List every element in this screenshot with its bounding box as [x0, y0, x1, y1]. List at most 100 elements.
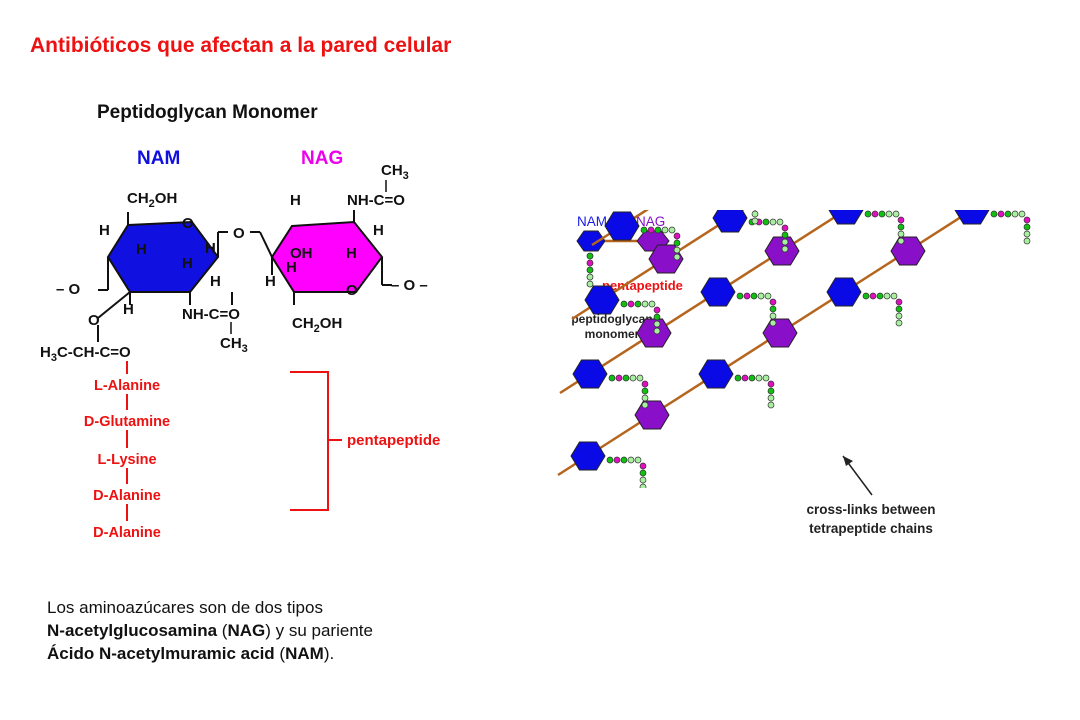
peptide-bead: [606, 456, 614, 464]
peptide-bead: [661, 226, 669, 234]
pentapeptide-chain: L-Alanine D-Glutamine L-Lysine D-Alanine…: [84, 361, 440, 541]
nag-hexagon: [777, 163, 811, 191]
lactyl-h: H: [40, 344, 51, 361]
peptide-bead: [743, 292, 751, 300]
peptide-bead: [783, 145, 789, 151]
peptide-bead: [741, 374, 749, 382]
peptide-bead: [1023, 223, 1031, 231]
peptide-bead: [762, 374, 770, 382]
peptide-bead: [1026, 135, 1032, 141]
peptide-bead: [1038, 75, 1044, 81]
glycan-strand: [670, 210, 671, 211]
peptide-bead: [719, 191, 725, 197]
peptide-bead: [755, 374, 763, 382]
nag-hexagon: [1021, 73, 1055, 101]
nam-hexagon: [584, 285, 620, 315]
peptide-bead: [897, 216, 905, 224]
peptide-bead: [1008, 47, 1014, 53]
peptide-bead: [639, 462, 647, 470]
peptide-bead: [892, 210, 900, 218]
nam-ch2oh-end: OH: [155, 190, 178, 207]
caption: Los aminoazúcares son de dos tipos N-ace…: [47, 596, 373, 665]
peptide-bead: [776, 218, 784, 226]
peptide-bead: [653, 327, 661, 335]
nam-hexagon: [712, 210, 748, 233]
peptide-bead: [781, 231, 789, 239]
peptide-bead: [608, 374, 616, 382]
amino-acid-3: L-Lysine: [97, 452, 156, 468]
peptide-bead: [802, 165, 808, 171]
peptide-bead: [654, 226, 662, 234]
peptide-bead: [769, 298, 777, 306]
peptide-bead: [864, 210, 872, 218]
legend-pentapeptide-beads: [586, 252, 594, 288]
peptide-bead: [736, 292, 744, 300]
nam-hexagon: [826, 277, 862, 307]
peptide-bead: [639, 483, 647, 488]
lactyl-end: C-CH-C=O: [57, 344, 131, 361]
caption-line-1: Los aminoazúcares son de dos tipos: [47, 598, 323, 617]
peptide-bead: [910, 157, 916, 163]
peptide-bead: [634, 300, 642, 308]
nag-hexagon: [747, 135, 781, 163]
peptide-bead: [876, 292, 884, 300]
nag-hexagon: [634, 400, 670, 430]
peptide-bead: [629, 374, 637, 382]
nag-hexagon: [893, 155, 927, 183]
peptide-bead: [880, 115, 886, 121]
peptide-bead: [1014, 129, 1020, 135]
nag-ch3-text: CH: [381, 162, 403, 179]
nam-hexagon: [954, 210, 990, 225]
peptide-bead: [869, 292, 877, 300]
peptide-bead: [751, 217, 759, 225]
nam-hexagon: [861, 48, 895, 76]
nam-ch2oh-sub: 2: [149, 198, 155, 210]
nag-hexagon: [890, 236, 926, 266]
nam-hexagon: [828, 210, 864, 225]
peptide-bead: [1058, 8, 1064, 14]
peptide-bead: [1021, 129, 1027, 135]
caption-text: (: [217, 621, 228, 640]
peptide-bead: [641, 394, 649, 402]
nam-nh-c-o: NH-C=O: [182, 306, 240, 323]
nam-hexagon: [957, 114, 991, 142]
nam-hexagon: [572, 359, 608, 389]
peptide-bead: [1000, 129, 1006, 135]
peptide-bead: [895, 319, 903, 327]
svg-text:CH3: CH3: [220, 335, 248, 355]
peptide-bead: [1038, 68, 1044, 74]
peptide-bead: [990, 210, 998, 218]
peptide-bead: [769, 319, 777, 327]
nag-hexagon: [797, 89, 831, 117]
nam-h-3: H: [182, 255, 193, 272]
nag-h-3: H: [373, 222, 384, 239]
nag-hexagon: [764, 236, 800, 266]
peptide-bead: [1026, 142, 1032, 148]
nag-ring: [270, 220, 384, 293]
peptide-bead: [1008, 54, 1014, 60]
peptide-bead: [1011, 210, 1019, 218]
peptide-bead: [1033, 55, 1039, 61]
caption-text: ).: [323, 644, 335, 663]
svg-text:H3C-CH-C=O: H3C-CH-C=O: [40, 344, 131, 364]
nam-hexagon: [969, 40, 1003, 68]
peptide-bead: [1007, 129, 1013, 135]
caption-nam-abbr: NAM: [285, 644, 324, 663]
peptide-bead: [781, 245, 789, 253]
peptide-bead: [884, 137, 890, 143]
peptide-bead: [847, 109, 853, 115]
peptide-bead: [641, 387, 649, 395]
peptide-bead: [634, 456, 642, 464]
legend-monomer-label-2: monomer: [585, 327, 640, 341]
peptide-bead: [767, 387, 775, 395]
amino-acid-2: D-Glutamine: [84, 414, 170, 430]
peptide-bead: [895, 312, 903, 320]
peptide-bead: [878, 210, 886, 218]
peptide-bead: [911, 63, 917, 69]
nam-hexagon: [570, 441, 606, 471]
peptide-bead: [641, 380, 649, 388]
nam-ring-o: O: [182, 215, 194, 232]
nam-hexagon: [811, 94, 845, 122]
legend-nam-hexagon: [576, 230, 606, 252]
nam-hexagon: [683, 176, 717, 204]
